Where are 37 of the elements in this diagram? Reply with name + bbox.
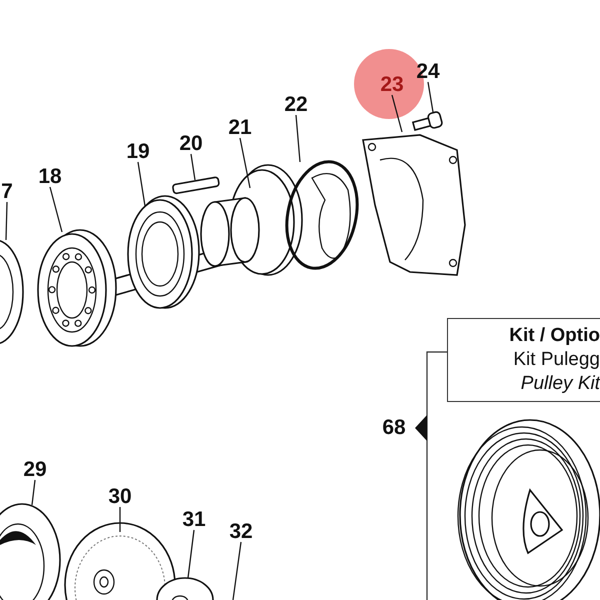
leader-line: [119, 507, 121, 532]
part-drawing: [285, 160, 359, 270]
leader-line: [427, 82, 434, 112]
part-drawing: [362, 134, 466, 276]
callout-number: 24: [416, 61, 440, 83]
kit-label-text: Kit / Optio: [509, 325, 600, 347]
kit-label-box: [447, 318, 600, 402]
part-drawing: [457, 419, 600, 600]
callout-number: 20: [179, 133, 203, 155]
part-drawing: [0, 503, 61, 600]
callout-number: 68: [382, 417, 406, 439]
callout-number: 7: [1, 181, 13, 203]
part-drawing: [0, 239, 24, 345]
kit-label-text: Kit Pulegg: [513, 349, 600, 371]
part-drawing: [412, 110, 444, 131]
callout-number: 31: [182, 509, 206, 531]
leader-line: [49, 186, 63, 232]
part-drawing: [127, 195, 200, 309]
part-drawing: [156, 577, 214, 600]
callout-number: 30: [108, 486, 132, 508]
callout-number: 21: [228, 117, 252, 139]
leader-line: [190, 154, 196, 180]
callout-number: 22: [284, 94, 308, 116]
leader-line: [239, 138, 251, 188]
callout-number: 18: [38, 166, 62, 188]
leader-line: [187, 530, 195, 578]
leader-line: [137, 162, 146, 206]
leader-line: [232, 542, 242, 600]
callout-number: 32: [229, 521, 253, 543]
part-drawing: [37, 229, 117, 347]
part-drawing: [64, 522, 176, 600]
leader-line: [5, 202, 8, 240]
callout-number: 23: [380, 74, 404, 96]
callout-number: 19: [126, 141, 150, 163]
part-drawing: [200, 164, 303, 276]
leader-line: [31, 480, 36, 506]
callout-number: 29: [23, 459, 47, 481]
